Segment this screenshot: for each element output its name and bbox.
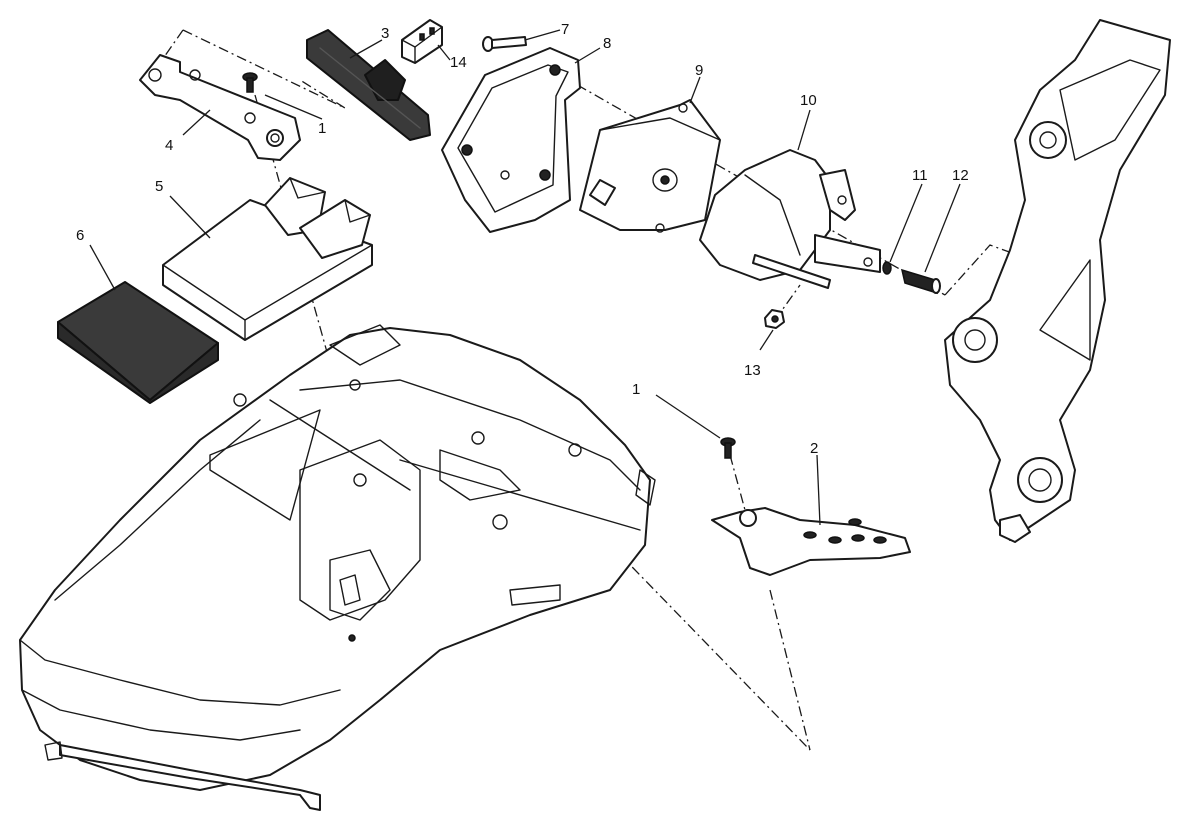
callout-12: 12 bbox=[952, 167, 969, 184]
callout-9: 9 bbox=[695, 62, 703, 79]
part-5-control-unit bbox=[162, 177, 373, 341]
callout-8: 8 bbox=[603, 35, 611, 52]
callout-10: 10 bbox=[800, 92, 817, 109]
part-4-bracket bbox=[139, 54, 301, 161]
part-3-rubber-pad bbox=[306, 29, 431, 141]
part-10-mount bbox=[699, 149, 881, 289]
callout-14: 14 bbox=[450, 54, 467, 71]
callout-6: 6 bbox=[76, 227, 84, 244]
callout-11: 11 bbox=[912, 167, 928, 184]
callout-5: 5 bbox=[155, 178, 163, 195]
callout-7: 7 bbox=[561, 21, 569, 38]
part-6-pad bbox=[57, 281, 219, 404]
callouts: 1 1 2 3 4 5 6 7 8 9 10 11 12 13 14 bbox=[76, 21, 969, 457]
part-13-nut bbox=[764, 309, 785, 329]
part-8-holder bbox=[441, 47, 581, 233]
part-12-pin bbox=[900, 268, 941, 295]
callout-1-upper: 1 bbox=[318, 120, 326, 137]
part-14-clip bbox=[401, 19, 443, 64]
tail-undertray bbox=[19, 324, 656, 811]
screw-lower bbox=[720, 437, 736, 459]
callout-4: 4 bbox=[165, 137, 173, 154]
part-7-bolt bbox=[482, 36, 527, 52]
leader-lines bbox=[89, 29, 961, 526]
screw-on-bracket bbox=[242, 72, 258, 93]
callout-2: 2 bbox=[810, 440, 818, 457]
part-11-washer bbox=[882, 261, 892, 275]
callout-3: 3 bbox=[381, 25, 389, 42]
frame-subframe bbox=[944, 19, 1171, 543]
part-9-module bbox=[579, 99, 721, 233]
part-2-shield bbox=[711, 507, 911, 576]
callout-1-lower: 1 bbox=[632, 381, 640, 398]
callout-13: 13 bbox=[744, 362, 761, 379]
